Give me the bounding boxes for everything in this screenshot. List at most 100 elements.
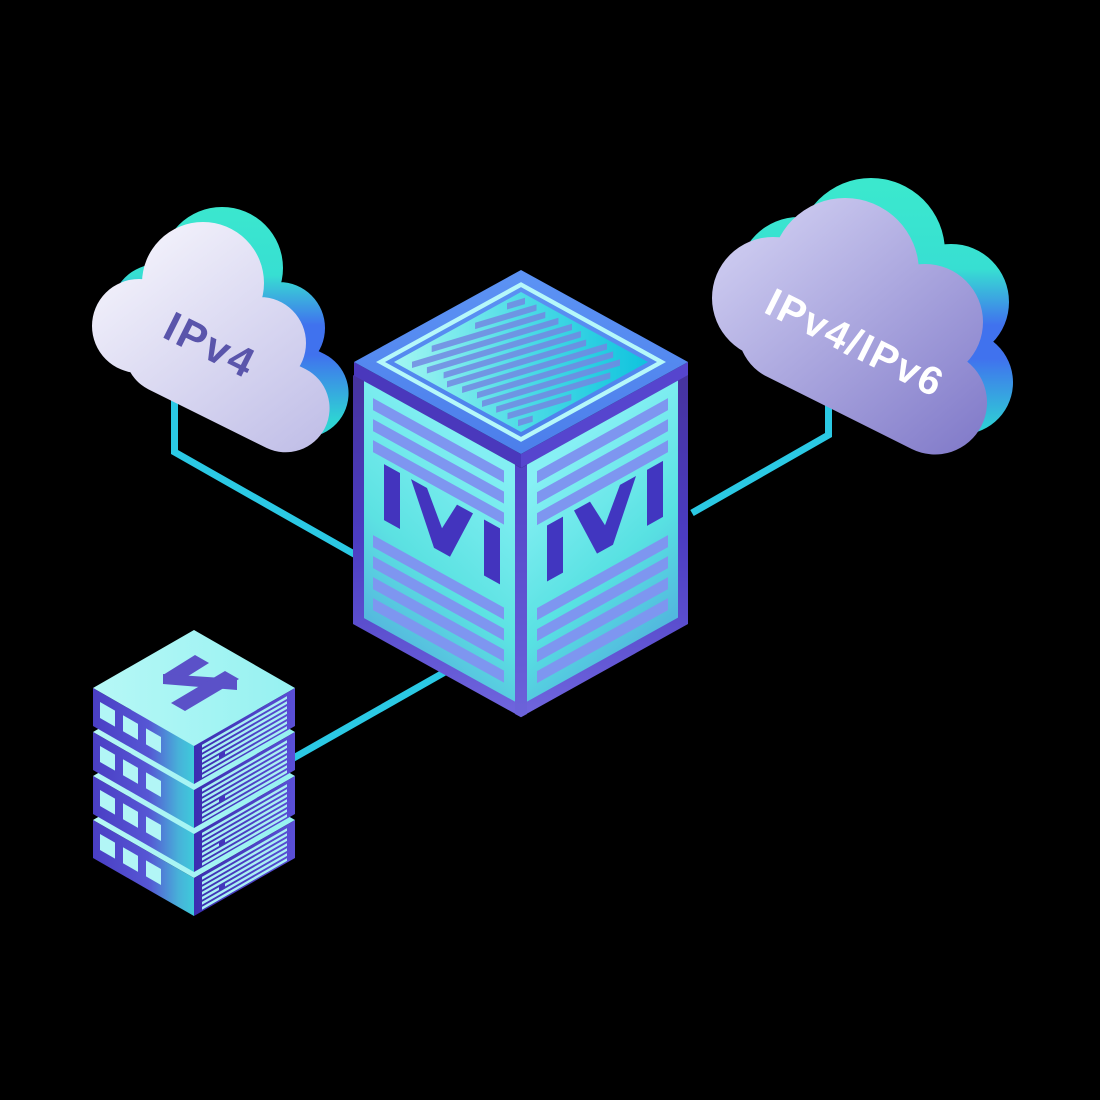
lid-text-line: [507, 393, 572, 420]
server-unit-1-right-face: [194, 688, 295, 784]
lid-text-line: [462, 343, 607, 393]
server-vent-slot: [225, 848, 287, 887]
server-vent-slot: [202, 711, 287, 763]
lid-text-line: [477, 351, 614, 399]
server-unit-4-left-face: [93, 820, 194, 916]
server-unit-1-left-face: [93, 688, 194, 784]
server-window-square: [100, 746, 115, 771]
lid-text-line: [431, 311, 546, 353]
server-window-square: [123, 803, 138, 828]
box-right-face: IVI: [521, 375, 688, 717]
letter-V: [574, 475, 636, 554]
cloud-ipv4-body: [92, 221, 330, 453]
face-text-stripe: [373, 398, 504, 483]
connector-ipv4-cloud-to-translator: [171, 380, 364, 562]
server-vent-slot: [202, 740, 287, 792]
server-window-square: [146, 816, 161, 842]
server-left-face-panel: [93, 776, 194, 872]
server-vent-slot: [202, 809, 287, 861]
face-text-stripe: [373, 535, 504, 620]
server-unit-3-left-face: [93, 776, 194, 872]
server-vent-slot: [202, 828, 287, 880]
server-vent-slot: [202, 858, 287, 910]
face-text-stripe: [537, 398, 668, 484]
server-vent-slot: [202, 784, 287, 836]
letter-I: [384, 464, 400, 530]
lid-text-line: [443, 331, 581, 379]
server-vent-slot: [225, 716, 287, 755]
ivi-label-right-face: IVI: [547, 460, 663, 582]
server-window-square: [100, 790, 115, 815]
face-text-stripe: [373, 419, 504, 504]
lid-text-line: [507, 297, 525, 310]
server-vent-slot: [202, 843, 287, 895]
face-text-stripe: [373, 598, 504, 683]
server-unit-4-right-face: [194, 820, 295, 916]
lid-text-line: [412, 317, 559, 368]
face-text-stripe: [373, 556, 504, 641]
server-unit-1: [93, 630, 295, 784]
lid-text-line: [496, 372, 611, 413]
server-vent-slot: [202, 789, 287, 841]
server-vent-slot: [202, 696, 287, 748]
server-vent-slot: [202, 794, 287, 846]
server-unit-3-right-face: [194, 776, 295, 872]
box-front-edge: [515, 465, 527, 718]
cloud-ipv4-ipv6: IPv4/IPv6: [712, 178, 1014, 455]
server-window-square: [123, 847, 138, 872]
server-vent-slot: [202, 706, 287, 758]
lid-text-line: [426, 323, 572, 374]
server-vent-slot: [202, 833, 287, 885]
box-lid-underside-right: [521, 362, 688, 468]
server-vent-slot: [202, 814, 287, 866]
cloud-ipv4-ipv6-body: [712, 198, 988, 455]
lid-text-line: [447, 339, 587, 388]
server-left-face-panel: [93, 688, 194, 784]
server-vent-slot: [202, 799, 219, 812]
face-text-stripe: [537, 440, 668, 526]
server-vent-slot: [202, 701, 287, 753]
server-window-square: [146, 728, 161, 754]
server-vent-slot: [202, 750, 287, 802]
connector-translator-to-server-stack: [288, 664, 454, 764]
server-unit-2-left-face: [93, 732, 194, 828]
server-vent-slot: [202, 765, 287, 817]
server-count-glyph: 4: [163, 655, 239, 711]
server-window-square: [100, 702, 115, 727]
lid-text-line: [475, 304, 537, 330]
cloud-ipv4: IPv4: [92, 207, 349, 453]
server-window-square: [123, 715, 138, 740]
server-window-square: [146, 860, 161, 886]
server-vent-slot: [225, 760, 287, 799]
face-text-stripe: [537, 535, 668, 621]
face-text-stripe: [537, 598, 668, 684]
server-window-square: [100, 834, 115, 859]
server-vent-slot: [202, 838, 287, 890]
lid-text-line: [518, 415, 533, 427]
server-vent-slot: [202, 755, 287, 807]
translator-box: IVI IVI: [353, 270, 688, 718]
server-vent-slot: [225, 804, 287, 843]
server-vent-slot: [202, 799, 287, 851]
face-text-stripe: [373, 577, 504, 662]
glyph-4-stem: [171, 671, 239, 711]
box-left-face: IVI: [353, 375, 521, 718]
server-left-face-panel: [93, 732, 194, 828]
server-vent-slot: [202, 755, 219, 768]
server-vent-slot: [202, 887, 219, 900]
face-text-stripe: [373, 440, 504, 525]
face-text-stripe: [537, 419, 668, 505]
ivi-label-left-face: IVI: [384, 464, 500, 585]
server-unit-2-right-face: [194, 732, 295, 828]
face-text-stripe: [537, 577, 668, 663]
server-window-square: [123, 759, 138, 784]
letter-I: [547, 516, 563, 582]
box-lid-text-lines: [412, 297, 620, 427]
letter-I: [484, 519, 500, 585]
server-vent-slot: [202, 853, 287, 905]
server-vent-slot: [202, 721, 287, 773]
box-lid-underside-left: [354, 362, 521, 468]
face-text-stripe: [537, 556, 668, 642]
